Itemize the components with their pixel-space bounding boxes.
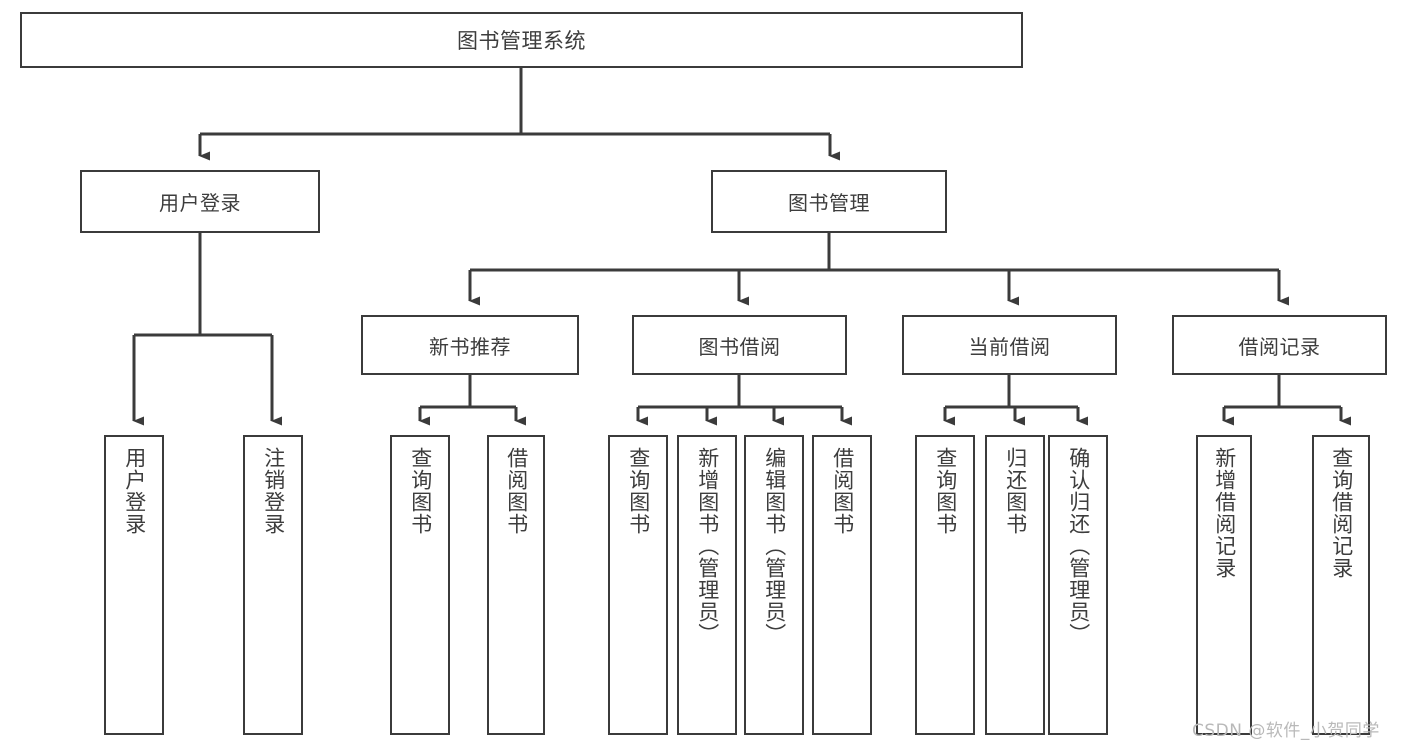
leaf-query-book-new-label: 查询图书 [408,447,433,535]
node-new-book-recommend-label: 新书推荐 [429,334,511,359]
leaf-return-book-label: 归还图书 [1003,447,1028,535]
node-borrow-record-label: 借阅记录 [1238,334,1321,359]
csdn-watermark: CSDN @软件_小贺同学 [1192,721,1380,741]
leaf-borrow-book-new[interactable]: 借阅图书 [487,435,545,735]
node-root[interactable]: 图书管理系统 [20,12,1023,68]
leaf-add-borrow-record[interactable]: 新增借阅记录 [1196,435,1252,735]
leaf-query-book-borrow-label: 查询图书 [626,447,651,535]
leaf-confirm-return-admin-label: 确认归还（管理员） [1066,447,1091,645]
leaf-query-book-current[interactable]: 查询图书 [915,435,975,735]
leaf-return-book[interactable]: 归还图书 [985,435,1045,735]
node-new-book-recommend[interactable]: 新书推荐 [361,315,579,375]
node-user-login-label: 用户登录 [159,191,241,215]
leaf-add-book-admin[interactable]: 新增图书（管理员） [677,435,737,735]
leaf-logout-login-label: 注销登录 [261,447,286,535]
leaf-borrow-book-new-label: 借阅图书 [504,447,529,535]
node-book-management-label: 图书管理 [788,191,870,215]
node-borrow-record[interactable]: 借阅记录 [1172,315,1387,375]
leaf-query-book-new[interactable]: 查询图书 [390,435,450,735]
leaf-edit-book-admin[interactable]: 编辑图书（管理员） [744,435,804,735]
leaf-user-login[interactable]: 用户登录 [104,435,164,735]
node-current-borrow[interactable]: 当前借阅 [902,315,1117,375]
leaf-borrow-book-label: 借阅图书 [830,447,855,535]
leaf-user-login-label: 用户登录 [122,447,147,535]
leaf-borrow-book[interactable]: 借阅图书 [812,435,872,735]
node-book-borrow-label: 图书借阅 [698,334,781,359]
leaf-logout-login[interactable]: 注销登录 [243,435,303,735]
leaf-query-borrow-record[interactable]: 查询借阅记录 [1312,435,1370,735]
node-root-label: 图书管理系统 [457,29,586,53]
leaf-edit-book-admin-label: 编辑图书（管理员） [762,447,787,645]
node-current-borrow-label: 当前借阅 [968,334,1051,359]
node-book-management[interactable]: 图书管理 [711,170,947,233]
leaf-query-book-current-label: 查询图书 [933,447,958,535]
leaf-confirm-return-admin[interactable]: 确认归还（管理员） [1048,435,1108,735]
leaf-query-book-borrow[interactable]: 查询图书 [608,435,668,735]
leaf-add-borrow-record-label: 新增借阅记录 [1212,447,1237,579]
node-user-login[interactable]: 用户登录 [80,170,320,233]
leaf-add-book-admin-label: 新增图书（管理员） [695,447,720,645]
node-book-borrow[interactable]: 图书借阅 [632,315,847,375]
leaf-query-borrow-record-label: 查询借阅记录 [1329,447,1354,579]
